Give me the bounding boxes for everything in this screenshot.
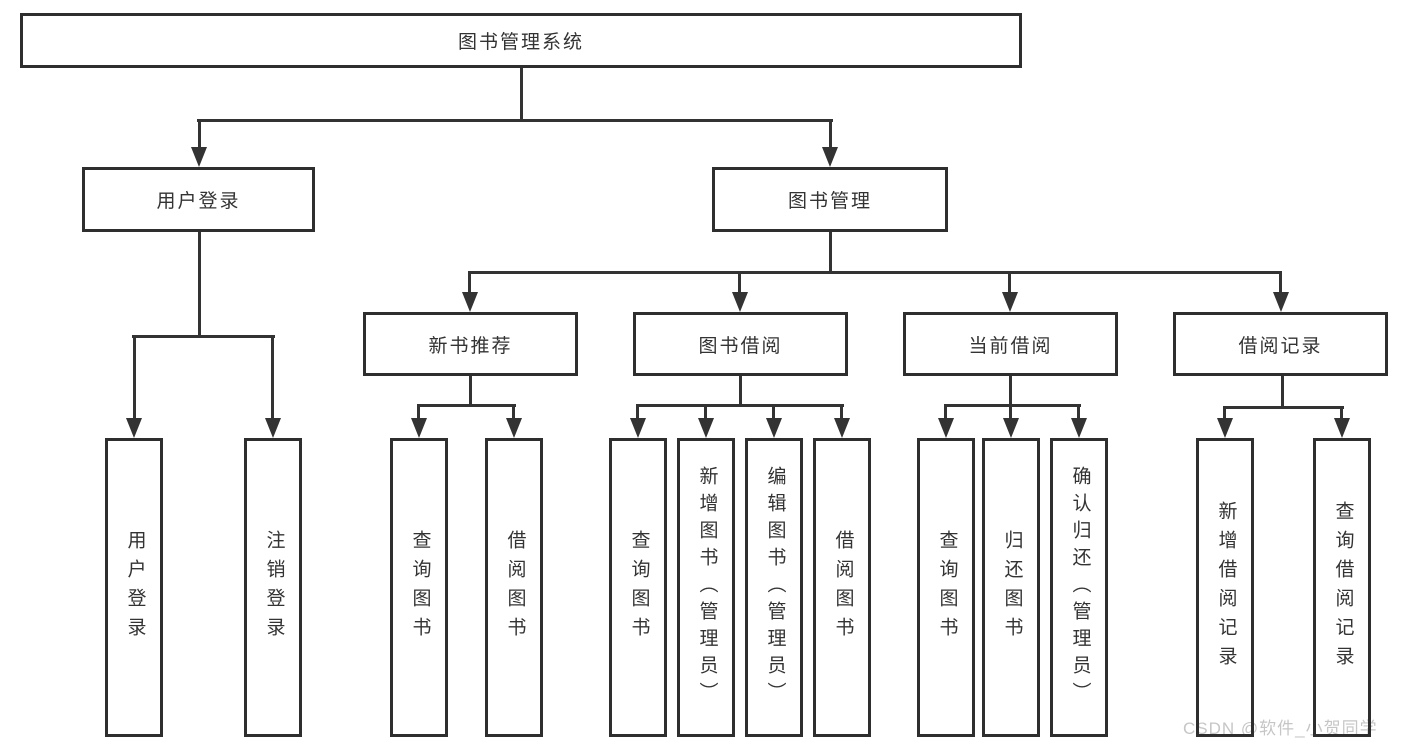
edge-arrow [630,418,646,438]
node-label: 用户登录 [124,529,146,646]
leaf-add-book: 新增图书（管理员） [677,438,735,737]
node-label: 查询借阅记录 [1332,500,1354,675]
edge-line [417,404,516,407]
edge-line [1077,404,1080,421]
edge-line [512,404,515,421]
node-label: 新书推荐 [428,335,513,357]
edge-line [1279,271,1282,295]
edge-line [133,335,136,421]
edge-arrow [732,292,748,312]
node-label: 图书管理系统 [457,32,584,53]
edge-line [636,404,844,407]
edge-line [271,335,274,421]
leaf-user-login: 用户登录 [105,438,163,737]
node-current-borrow: 当前借阅 [903,312,1118,376]
edge-line [772,404,775,421]
edge-line [132,335,275,338]
node-book-borrow: 图书借阅 [633,312,848,376]
node-label: 借阅图书 [832,529,854,646]
edge-line [829,119,832,150]
edge-line [944,404,947,421]
edge-arrow [411,418,427,438]
leaf-borrow-book-1: 借阅图书 [485,438,543,737]
edge-line [198,119,201,150]
node-label: 新增图书（管理员） [696,466,718,709]
leaf-confirm-return: 确认归还（管理员） [1050,438,1108,737]
node-label: 用户登录 [156,191,241,212]
edge-arrow [822,147,838,167]
edge-line [197,119,833,122]
edge-line [739,376,742,407]
edge-line [417,404,420,421]
leaf-query-book-1: 查询图书 [390,438,448,737]
node-label: 借阅图书 [504,529,526,646]
node-label: 注销登录 [263,529,285,646]
node-label: 确认归还（管理员） [1069,466,1091,709]
node-label: 编辑图书（管理员） [764,466,786,709]
node-label: 图书借阅 [698,335,783,357]
edge-line [468,271,471,295]
node-label: 图书管理 [787,191,872,212]
edge-arrow [766,418,782,438]
leaf-query-book-3: 查询图书 [917,438,975,737]
node-label: 查询图书 [628,529,650,646]
edge-line [829,232,832,274]
edge-line [636,404,639,421]
edge-arrow [462,292,478,312]
edge-arrow [1217,418,1233,438]
edge-arrow [1273,292,1289,312]
node-label: 借阅记录 [1238,335,1323,357]
edge-arrow [834,418,850,438]
edge-arrow [938,418,954,438]
edge-arrow [1002,292,1018,312]
node-label: 新增借阅记录 [1215,500,1237,675]
edge-arrow [265,418,281,438]
node-label: 归还图书 [1001,529,1023,646]
edge-line [738,271,741,295]
node-label: 当前借阅 [968,335,1053,357]
leaf-add-borrow-record: 新增借阅记录 [1196,438,1254,737]
edge-line [1008,271,1011,295]
edge-arrow [1003,418,1019,438]
node-label: 查询图书 [409,529,431,646]
edge-arrow [126,418,142,438]
edge-arrow [698,418,714,438]
edge-line [840,404,843,421]
edge-line [520,68,523,121]
leaf-query-borrow-record: 查询借阅记录 [1313,438,1371,737]
leaf-borrow-book-2: 借阅图书 [813,438,871,737]
edge-arrow [191,147,207,167]
leaf-return-book: 归还图书 [982,438,1040,737]
edge-arrow [506,418,522,438]
edge-line [1009,376,1012,407]
edge-line [944,404,1081,407]
edge-line [198,232,201,337]
node-label: 查询图书 [936,529,958,646]
edge-arrow [1334,418,1350,438]
edge-line [1223,406,1344,409]
watermark: CSDN @软件_小贺同学 [1183,719,1378,738]
node-root: 图书管理系统 [20,13,1022,68]
edge-line [1340,406,1343,421]
leaf-edit-book: 编辑图书（管理员） [745,438,803,737]
edge-line [1281,376,1284,409]
node-user-login: 用户登录 [82,167,315,232]
leaf-logout: 注销登录 [244,438,302,737]
edge-line [1009,404,1012,421]
node-book-management: 图书管理 [712,167,948,232]
edge-line [468,271,1282,274]
edge-arrow [1071,418,1087,438]
edge-line [1223,406,1226,421]
leaf-query-book-2: 查询图书 [609,438,667,737]
node-borrow-records: 借阅记录 [1173,312,1388,376]
edge-line [704,404,707,421]
edge-line [469,376,472,407]
node-new-book-recommend: 新书推荐 [363,312,578,376]
